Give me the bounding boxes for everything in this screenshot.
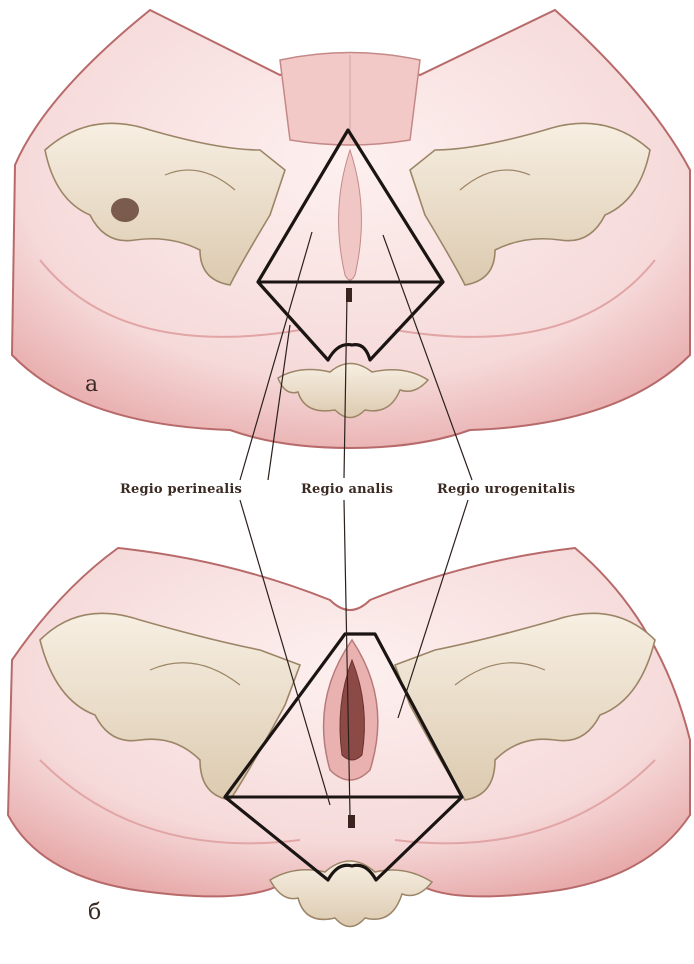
panel-a-illustration [12,10,690,448]
label-regio-analis: Regio analis [301,482,393,497]
panel-a-letter: а [85,372,98,397]
label-regio-perinealis: Regio perinealis [120,482,242,497]
panel-b-letter: б [88,900,101,925]
label-regio-urogenitalis: Regio urogenitalis [437,482,575,497]
